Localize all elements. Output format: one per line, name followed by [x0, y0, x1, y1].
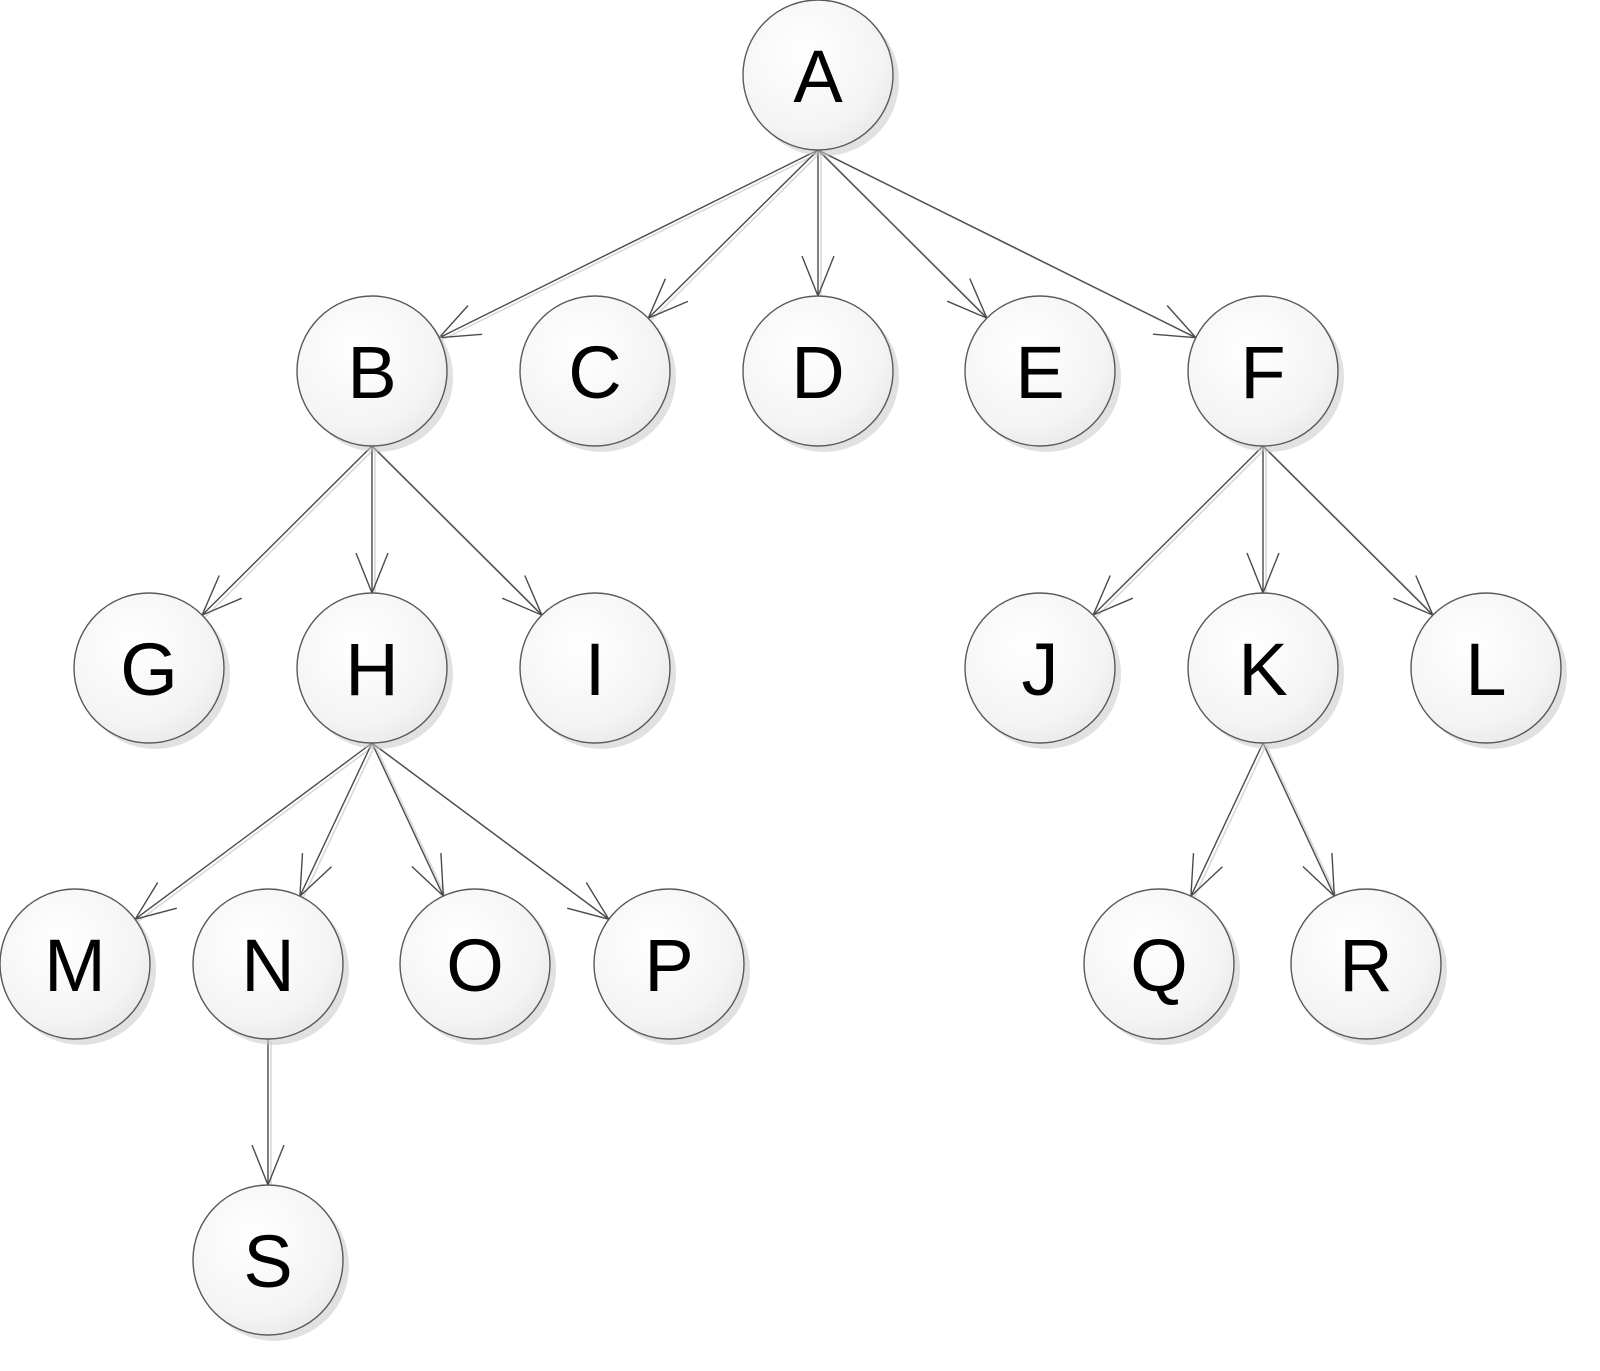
- node-A: A: [742, 0, 899, 156]
- edge-N-S: [251, 1039, 285, 1187]
- edge-B-I: [371, 445, 546, 618]
- node-circle: [593, 888, 745, 1040]
- node-label: E: [1015, 331, 1064, 414]
- node-circle: [519, 592, 671, 744]
- node-R: R: [1290, 888, 1447, 1045]
- node-circle: [1187, 295, 1339, 447]
- node-label: M: [44, 924, 106, 1007]
- node-E: E: [964, 295, 1121, 452]
- edge-A-E: [817, 149, 991, 321]
- node-label: H: [345, 628, 398, 711]
- edge-K-Q: [1190, 742, 1267, 899]
- node-circle: [742, 0, 894, 151]
- node-S: S: [192, 1184, 349, 1341]
- node-K: K: [1187, 592, 1344, 749]
- node-C: C: [519, 295, 676, 452]
- node-label: G: [120, 628, 178, 711]
- node-circle: [73, 592, 225, 744]
- edge-F-J: [1091, 445, 1267, 618]
- edges-layer: [133, 149, 1437, 1187]
- node-N: N: [192, 888, 349, 1045]
- node-G: G: [73, 592, 230, 749]
- node-M: M: [0, 888, 156, 1045]
- edge-H-O: [371, 742, 448, 899]
- node-Q: Q: [1083, 888, 1240, 1045]
- node-circle: [296, 295, 448, 447]
- edge-H-N: [299, 742, 376, 899]
- node-label: N: [241, 924, 294, 1007]
- node-O: O: [399, 888, 556, 1045]
- node-circle: [1410, 592, 1562, 744]
- node-circle: [296, 592, 448, 744]
- edge-B-G: [200, 445, 376, 618]
- node-label: Q: [1130, 924, 1188, 1007]
- node-I: I: [519, 592, 676, 749]
- node-label: F: [1240, 331, 1285, 414]
- node-circle: [964, 592, 1116, 744]
- node-circle: [192, 1184, 344, 1336]
- node-P: P: [593, 888, 750, 1045]
- edge-K-R: [1262, 742, 1339, 899]
- node-circle: [1187, 592, 1339, 744]
- node-label: A: [793, 35, 843, 118]
- node-label: O: [446, 924, 504, 1007]
- node-label: P: [644, 924, 693, 1007]
- node-circle: [1290, 888, 1442, 1040]
- node-B: B: [296, 295, 453, 452]
- node-circle: [399, 888, 551, 1040]
- node-label: S: [243, 1220, 292, 1303]
- node-circle: [519, 295, 671, 447]
- node-circle: [1083, 888, 1235, 1040]
- node-label: I: [585, 628, 606, 711]
- edge-F-K: [1246, 446, 1280, 595]
- edge-B-H: [355, 446, 389, 595]
- edge-F-L: [1262, 445, 1437, 618]
- node-circle: [742, 295, 894, 447]
- node-label: D: [791, 331, 844, 414]
- nodes-layer: A B C D E F G H I J K L M N O P Q R S: [0, 0, 1567, 1341]
- node-label: J: [1022, 628, 1059, 711]
- node-circle: [192, 888, 344, 1040]
- node-label: C: [568, 331, 621, 414]
- node-D: D: [742, 295, 899, 452]
- edge-A-C: [646, 149, 822, 321]
- node-circle: [964, 295, 1116, 447]
- node-label: L: [1465, 628, 1506, 711]
- node-J: J: [964, 592, 1121, 749]
- node-label: R: [1339, 924, 1392, 1007]
- node-L: L: [1410, 592, 1567, 749]
- node-label: B: [347, 331, 396, 414]
- node-label: K: [1238, 628, 1287, 711]
- node-H: H: [296, 592, 453, 749]
- node-F: F: [1187, 295, 1344, 452]
- node-circle: [0, 888, 151, 1040]
- edge-A-D: [801, 150, 835, 298]
